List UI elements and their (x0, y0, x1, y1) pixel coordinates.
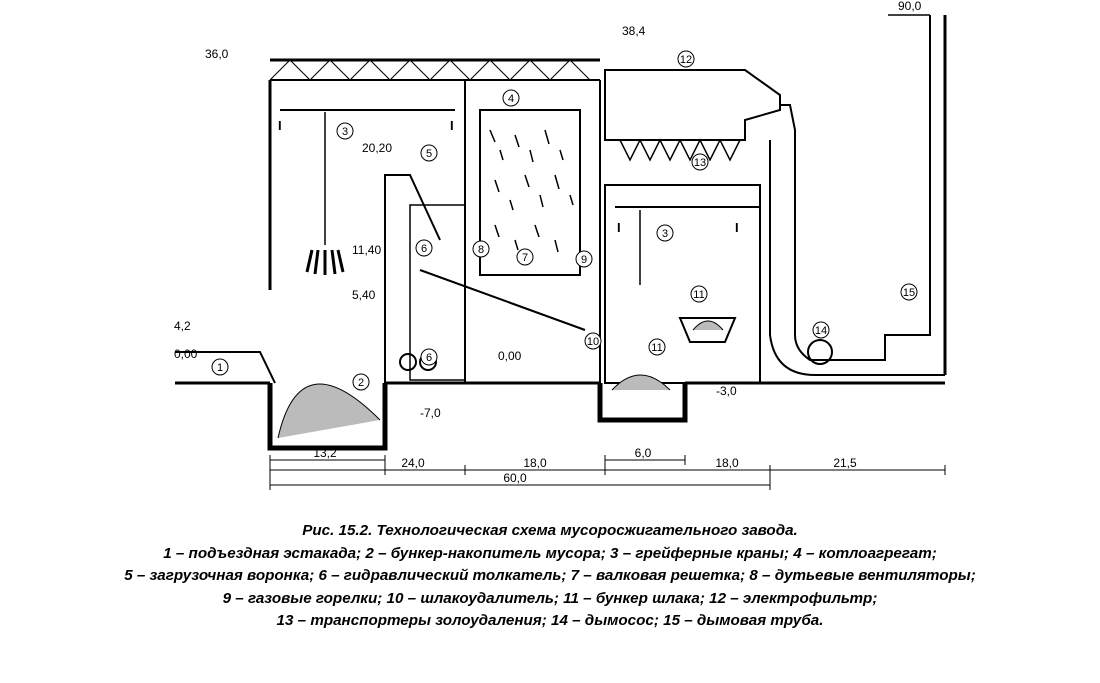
callout-number: 15 (903, 287, 915, 299)
callout-number: 11 (693, 289, 704, 301)
callout-number: 9 (581, 254, 587, 266)
callout-number: 2 (358, 377, 364, 389)
section-mark: I (617, 220, 621, 235)
dimension-label: 6,0 (635, 446, 652, 460)
dimension-label: 18,0 (715, 456, 739, 470)
section-mark: I (450, 118, 454, 133)
elevation-label: -3,0 (716, 384, 737, 398)
caption-line: 9 – газовые горелки; 10 – шлакоудалитель… (222, 589, 878, 607)
callout-number: 3 (662, 228, 668, 240)
dimension-label: 13,2 (313, 446, 337, 460)
elevation-label: 90,0 (898, 0, 922, 13)
callout-number: 3 (342, 126, 348, 138)
dimension-label: 21,5 (833, 456, 857, 470)
section-mark: I (735, 220, 739, 235)
section-mark: I (278, 118, 282, 133)
figure-caption: Рис. 15.2. Технологическая схема мусорос… (0, 520, 1100, 633)
elevation-label: 0,00 (498, 349, 522, 363)
callout-number: 13 (694, 157, 706, 169)
caption-line: 1 – подъездная эстакада; 2 – бункер-нако… (163, 544, 937, 562)
caption-title: Рис. 15.2. Технологическая схема мусорос… (302, 522, 798, 539)
callout-number: 6 (426, 352, 432, 364)
callout-number: 5 (426, 148, 432, 160)
elevation-label: 0,00 (174, 347, 198, 361)
elevation-label: 38,4 (622, 24, 646, 38)
callout-number: 7 (522, 252, 528, 264)
elevation-label: 36,0 (205, 47, 229, 61)
callout-number: 8 (478, 244, 484, 256)
elevation-label: 11,40 (352, 243, 381, 257)
caption-line: 13 – транспортеры золоудаления; 14 – дым… (276, 612, 824, 629)
callout-number: 6 (421, 243, 427, 255)
caption-line: 5 – загрузочная воронка; 6 – гидравличес… (124, 567, 976, 584)
callout-number: 12 (680, 54, 692, 66)
callout-number: 11 (651, 342, 662, 354)
callout-number: 4 (508, 93, 514, 105)
dimension-label: 24,0 (401, 456, 425, 470)
dimension-label: 18,0 (523, 456, 547, 470)
elevation-label: 5,40 (352, 288, 376, 302)
dimension-label: 60,0 (503, 471, 527, 485)
elevation-label: 20,20 (362, 141, 392, 155)
callout-number: 14 (815, 325, 827, 337)
callout-number: 10 (587, 336, 599, 348)
elevation-label: -7,0 (420, 406, 441, 420)
plant-schematic: 36,0 38,4 90,0 20,20 11,40 5,40 4,2 0,00… (174, 0, 947, 490)
elevation-label: 4,2 (174, 319, 191, 333)
callout-number: 1 (217, 362, 223, 374)
